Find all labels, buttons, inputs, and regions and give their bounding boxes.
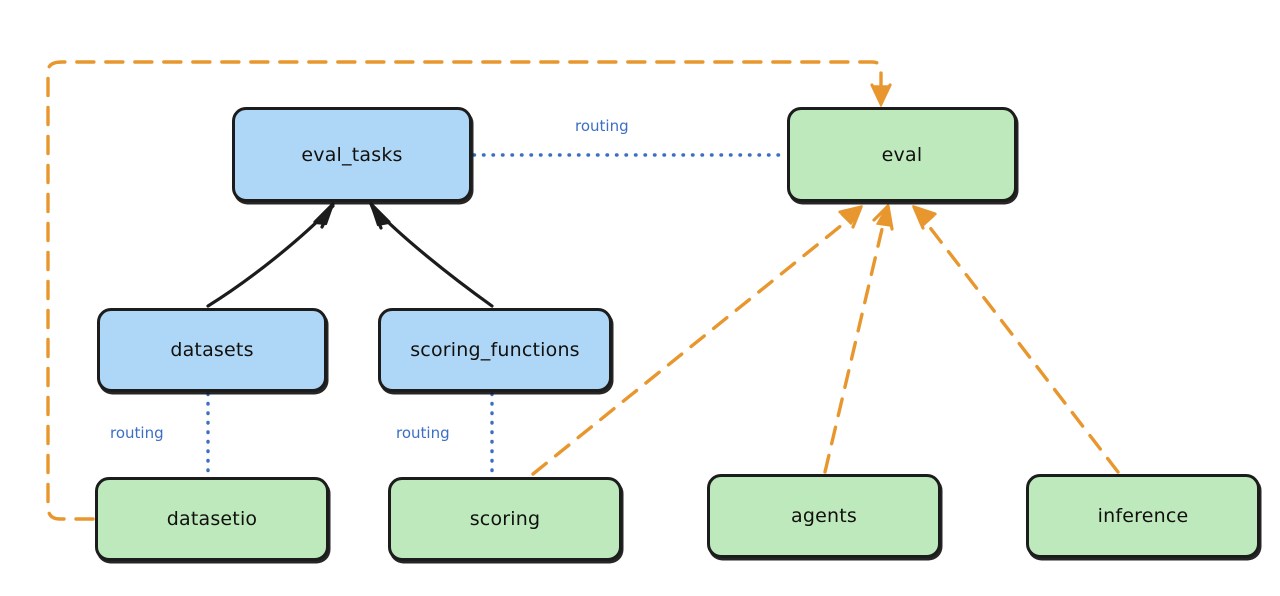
node-agents[interactable]: agents	[707, 474, 941, 558]
edge-inference-to-eval	[912, 205, 1120, 474]
edge-label-routing-eval-tasks-eval: routing	[575, 117, 629, 135]
node-datasetio[interactable]: datasetio	[95, 477, 329, 561]
node-inference[interactable]: inference	[1026, 474, 1260, 558]
edge-datasetio-to-eval	[46, 60, 892, 521]
node-datasets[interactable]: datasets	[97, 308, 327, 392]
edge-label-routing-datasets-datasetio: routing	[110, 424, 164, 442]
edge-scoring-to-eval	[531, 205, 863, 476]
node-eval[interactable]: eval	[787, 107, 1017, 202]
edge-label-routing-scoring-functions-scoring: routing	[396, 424, 450, 442]
edge-scoring_functions-to-eval_tasks	[369, 202, 494, 308]
edge-agents-to-eval	[823, 204, 894, 474]
node-eval-tasks[interactable]: eval_tasks	[232, 107, 472, 202]
node-scoring[interactable]: scoring	[388, 477, 622, 561]
edge-datasets-to-eval_tasks	[206, 202, 335, 308]
node-scoring-functions[interactable]: scoring_functions	[378, 308, 612, 392]
